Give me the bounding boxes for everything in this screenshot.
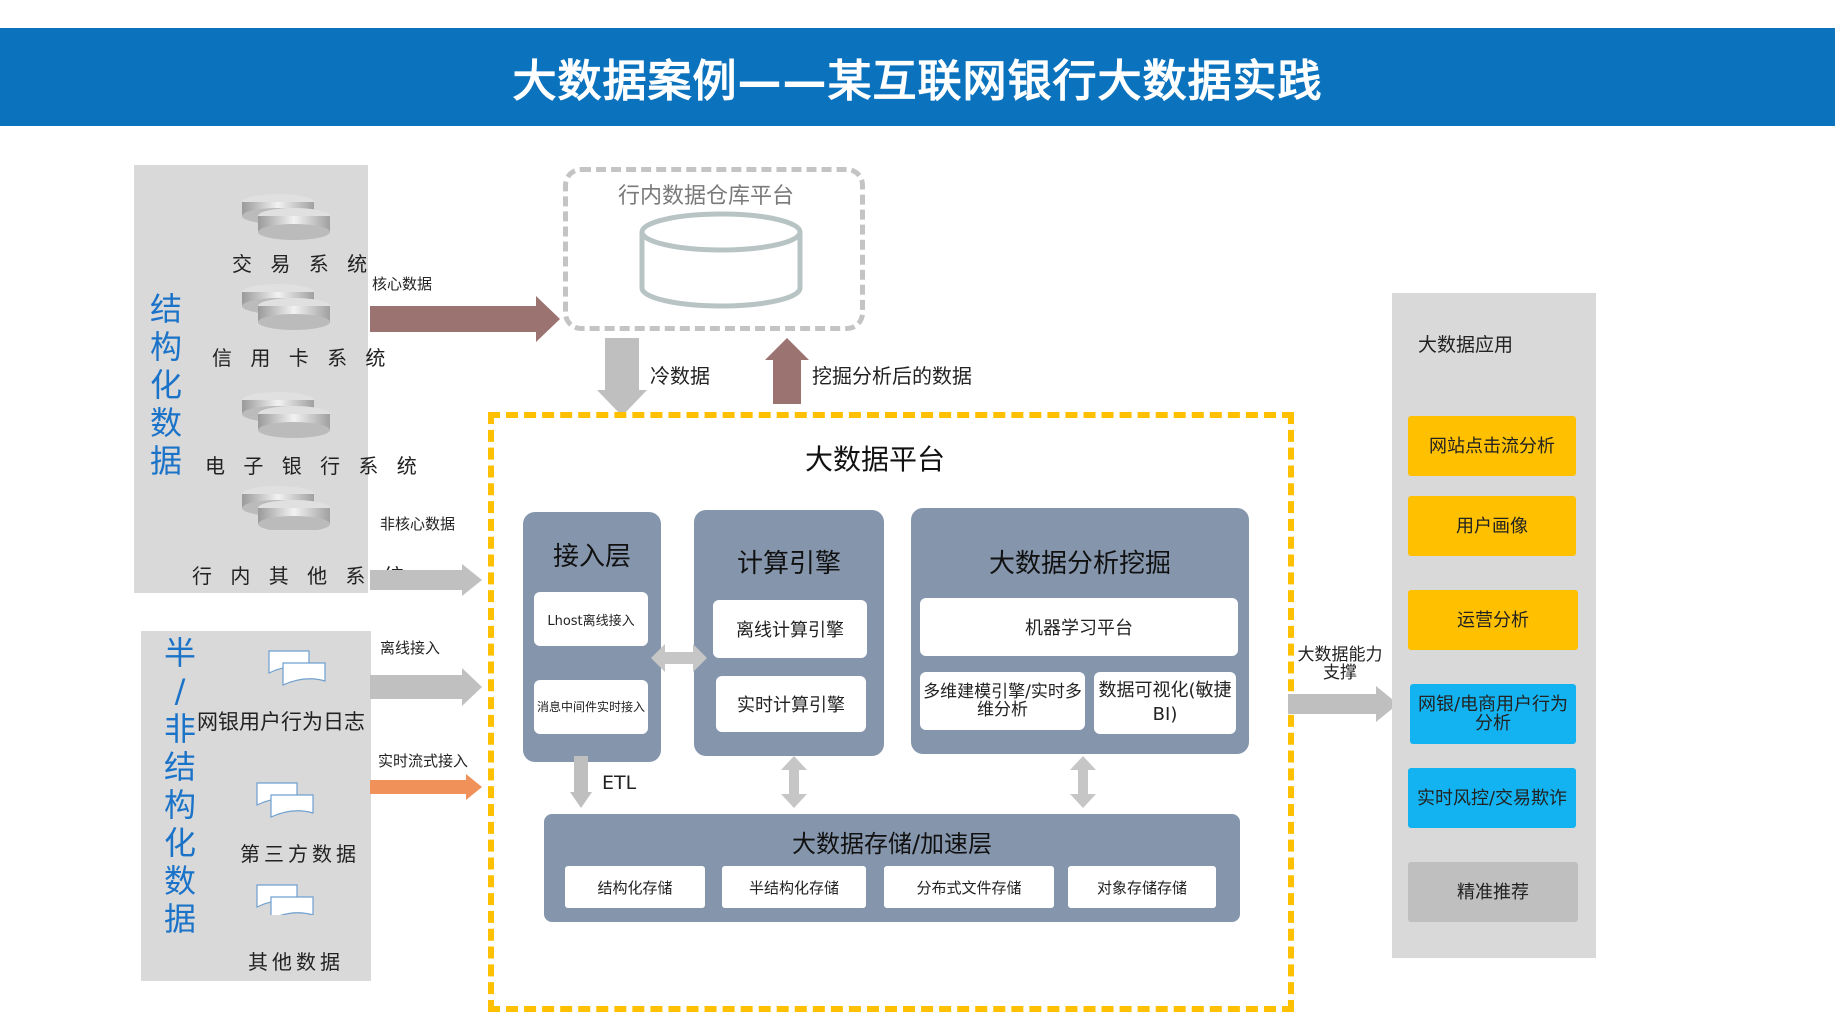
access-item-mq: 消息中间件实时接入 [534, 680, 648, 734]
storage-item-semi-structured: 半结构化存储 [722, 866, 866, 908]
system-label-trading: 交 易 系 统 [232, 252, 374, 276]
offline-ingest-arrow [370, 668, 482, 706]
core-data-label: 核心数据 [372, 275, 433, 293]
olap-engine: 多维建模引擎/实时多维分析 [920, 672, 1085, 730]
bi-visualization: 数据可视化(敏捷BI) [1094, 672, 1236, 734]
app-clickstream: 网站点击流分析 [1408, 416, 1576, 476]
source-label-third-party: 第三方数据 [240, 842, 360, 866]
app-user-behavior: 网银/电商用户行为分析 [1410, 684, 1576, 744]
mined-data-label: 挖掘分析后的数据 [812, 364, 972, 388]
system-label-ebank: 电 子 银 行 系 统 [205, 454, 423, 478]
storage-layer-title: 大数据存储/加速层 [791, 830, 993, 858]
warehouse-title: 行内数据仓库平台 [618, 184, 795, 209]
analysis-storage-double-arrow [1070, 756, 1096, 808]
structured-data-label: 结构化数据 [149, 290, 182, 480]
document-icons [256, 650, 326, 915]
app-operations-analysis: 运营分析 [1408, 590, 1578, 650]
storage-item-object: 对象存储存储 [1068, 866, 1216, 908]
non-core-data-label: 非核心数据 [380, 515, 456, 533]
app-recommendation: 精准推荐 [1408, 862, 1578, 922]
access-item-lhost: Lhost离线接入 [534, 592, 648, 646]
compute-item-realtime: 实时计算引擎 [716, 676, 866, 732]
document-icon [256, 782, 314, 818]
cold-data-label: 冷数据 [650, 364, 710, 388]
mined-data-arrow [765, 338, 809, 404]
realtime-ingest-label: 实时流式接入 [378, 752, 469, 770]
system-label-credit-card: 信 用 卡 系 统 [212, 346, 392, 370]
database-icon [242, 392, 330, 438]
page-title: 大数据案例——某互联网银行大数据实践 [512, 56, 1323, 107]
compute-storage-double-arrow [781, 756, 807, 808]
etl-label: ETL [602, 772, 637, 794]
database-icon [242, 486, 330, 530]
realtime-ingest-arrow [370, 774, 482, 800]
etl-arrow [570, 756, 592, 808]
non-core-data-arrow [370, 564, 482, 596]
app-risk-control: 实时风控/交易欺诈 [1408, 768, 1576, 828]
access-layer-title: 接入层 [552, 542, 631, 572]
platform-title: 大数据平台 [805, 443, 946, 476]
source-label-web-log: 网银用户行为日志 [197, 710, 365, 734]
system-label-other: 行 内 其 他 系 统 [192, 564, 410, 588]
database-icons [242, 194, 330, 530]
document-icon [268, 650, 326, 686]
capability-arrow [1288, 686, 1398, 722]
analysis-mining-title: 大数据分析挖掘 [988, 549, 1171, 579]
storage-item-distributed-fs: 分布式文件存储 [884, 866, 1054, 908]
cold-data-arrow [597, 338, 647, 416]
access-compute-double-arrow [651, 644, 707, 672]
warehouse-box [563, 167, 865, 331]
ml-platform: 机器学习平台 [920, 598, 1238, 656]
source-label-other: 其他数据 [248, 950, 344, 974]
app-user-profile: 用户画像 [1408, 496, 1576, 556]
title-bar: 大数据案例——某互联网银行大数据实践 [0, 28, 1835, 126]
warehouse-database-icon [639, 211, 803, 309]
document-icon [256, 884, 314, 915]
offline-ingest-label: 离线接入 [380, 639, 441, 657]
capability-label: 大数据能力支撑 [1297, 645, 1383, 683]
storage-item-structured: 结构化存储 [565, 866, 705, 908]
compute-engine-title: 计算引擎 [736, 549, 841, 579]
core-data-arrow [370, 296, 560, 342]
database-icon [242, 284, 330, 330]
unstructured-data-label: 半/非结构化数据 [163, 634, 196, 938]
database-icon [242, 194, 330, 240]
compute-item-offline: 离线计算引擎 [713, 600, 867, 658]
unstructured-data-panel [141, 631, 371, 981]
apps-title: 大数据应用 [1418, 334, 1514, 356]
